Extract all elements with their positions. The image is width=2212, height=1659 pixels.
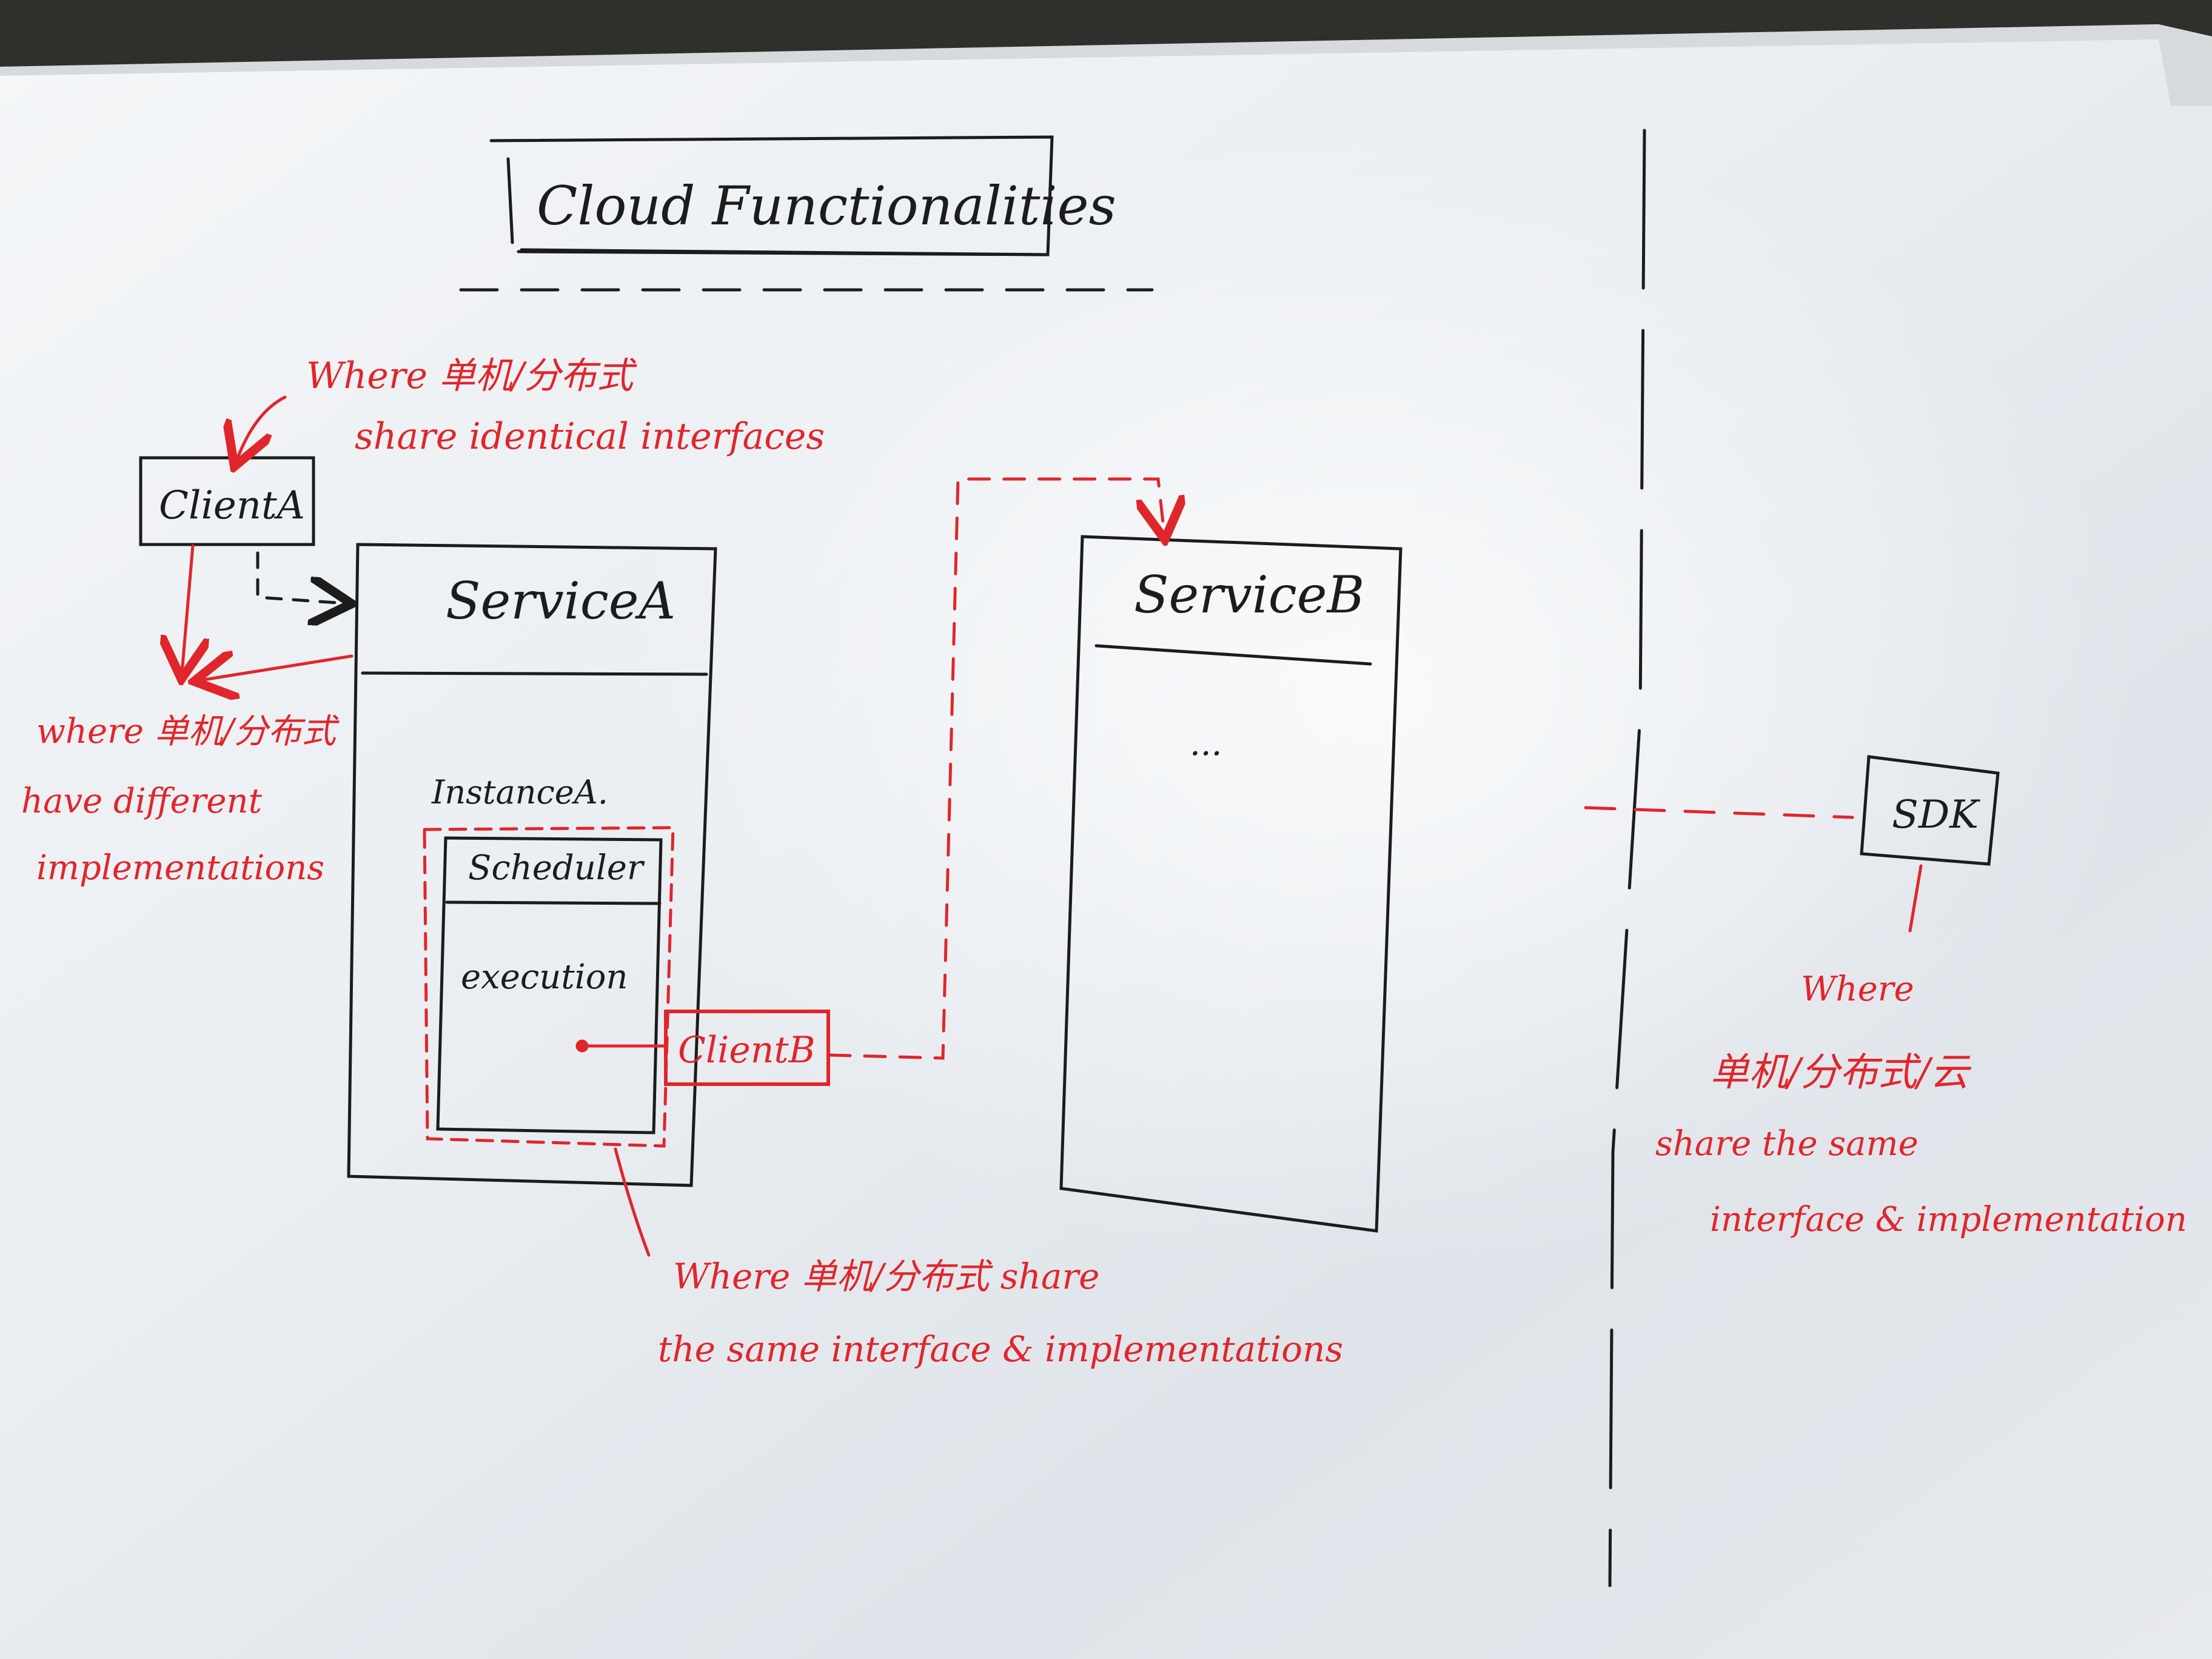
sdk-note-line-4: interface & implementation: [1710, 1200, 2187, 1239]
title-box-inner: [506, 157, 1050, 256]
sdk-note-line: [1908, 864, 1923, 933]
service-a-header-line: [361, 671, 708, 676]
execution-dot: [575, 1039, 589, 1053]
sdk-note-line-3: share the same: [1655, 1124, 1919, 1164]
service-a-left-arrow: [200, 656, 354, 680]
service-a-label: ServiceA: [446, 571, 675, 631]
scheduler-note-line-1: Where 单机/分布式 share: [673, 1256, 1100, 1297]
client-a-note-line-2: share identical interfaces: [355, 415, 825, 458]
service-b-ellipsis: ...: [1190, 724, 1222, 763]
service-a-note-line-1: where 单机/分布式: [36, 712, 340, 751]
scheduler-highlight-dashed: [423, 826, 675, 1148]
service-a-note-line-2: have different: [21, 782, 263, 821]
sdk-label: SDK: [1892, 793, 1980, 837]
vertical-divider: [1608, 129, 1646, 1587]
client-b-box: [664, 1010, 830, 1086]
scheduler-box: [436, 836, 663, 1134]
scheduler-note-line: [614, 1147, 651, 1257]
client-b-label: ClientB: [678, 1029, 816, 1071]
scheduler-label: Scheduler: [468, 848, 645, 888]
client-a-to-service-a-arrow: [256, 551, 346, 603]
sdk-dashed-line: [1584, 806, 1854, 819]
service-a-note-line-3: implementations: [36, 848, 324, 888]
title-text: Cloud Functionalities: [537, 175, 1116, 237]
service-b-header-line: [1094, 644, 1372, 666]
scheduler-note-line-2: the same interface & implementations: [658, 1329, 1343, 1370]
client-a-label: ClientA: [159, 483, 305, 528]
client-a-note-arrow: [236, 395, 287, 461]
sdk-note-line-2: 单机/分布式/云: [1710, 1050, 1972, 1095]
scheduler-header-line: [445, 900, 662, 905]
sdk-note-line-1: Where: [1801, 970, 1914, 1009]
service-a-box: [347, 543, 717, 1187]
client-b-to-service-b-dashed-arrow: [828, 477, 1164, 1060]
execution-label: execution: [461, 957, 628, 997]
instance-a-label: InstanceA.: [431, 773, 608, 811]
sdk-box: [1860, 755, 2000, 866]
service-b-box: [1059, 535, 1403, 1233]
client-a-down-arrow: [182, 544, 193, 673]
client-a-note-line-1: Where 单机/分布式: [306, 355, 637, 397]
service-b-label: ServiceB: [1134, 565, 1364, 625]
